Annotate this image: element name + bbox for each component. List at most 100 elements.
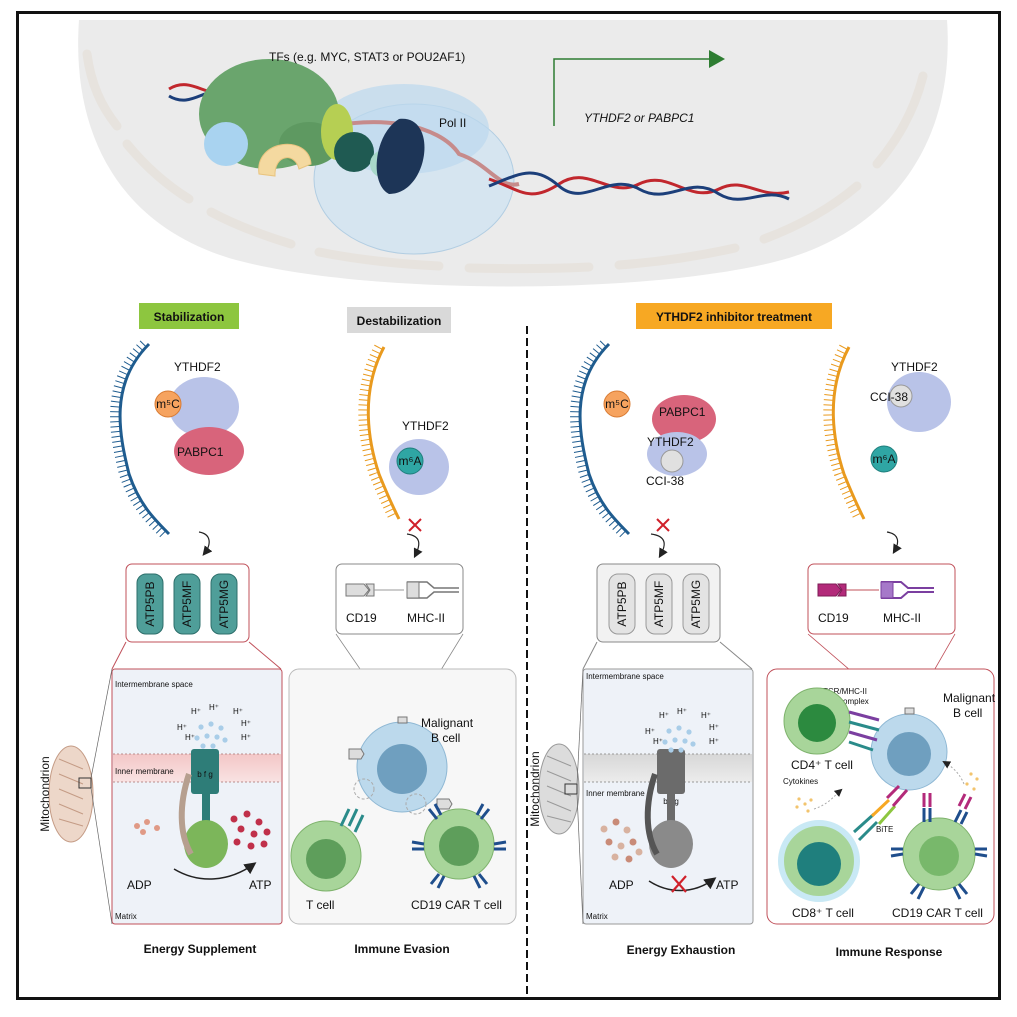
malignant-label-1: Malignant [421, 716, 474, 730]
inner-membrane-label: Inner membrane [115, 767, 174, 776]
destabilization-gene-box [335, 563, 464, 635]
stabilization-caption: Energy Supplement [144, 942, 257, 956]
cci-38-label: CCI-38 [646, 474, 684, 488]
car-t-nucleus [919, 836, 959, 876]
tf-blob-teal [334, 132, 374, 172]
proton-label: H⁺ [191, 707, 201, 716]
intermembrane-label: Intermembrane space [115, 680, 193, 689]
m5c-mark [154, 390, 182, 418]
proton-cluster: H⁺H⁺H⁺H⁺H⁺H⁺H⁺ [177, 703, 251, 749]
mrna-bases [823, 344, 864, 522]
zoom-line [582, 641, 598, 670]
proton-label: H⁺ [701, 711, 711, 720]
ythdf2-protein [169, 377, 239, 437]
proton-dot [676, 725, 682, 731]
gene-pill [608, 573, 636, 635]
atp-production-arrow [648, 877, 717, 892]
tfs-label: TFs (e.g. MYC, STAT3 or POU2AF1) [269, 50, 465, 64]
destabilization-arrow [406, 533, 423, 559]
zoom-line [248, 641, 282, 670]
proton-dot [214, 734, 220, 740]
inhibitor-header-label: YTHDF2 inhibitor treatment [656, 310, 812, 324]
car-t-nucleus [439, 826, 479, 866]
zoom-line [90, 668, 113, 779]
m5c-label: m⁵C [605, 397, 629, 411]
ythdf2-label: YTHDF2 [402, 419, 449, 433]
malignant-b-nucleus [377, 744, 427, 794]
target-genes-label: YTHDF2 or PABPC1 [584, 111, 694, 125]
atp-label: ATP [249, 878, 271, 892]
tf-blob-yellow [258, 143, 312, 177]
proton-dot [200, 743, 206, 749]
pabpc1-label: PABPC1 [659, 405, 706, 419]
destabilization-caption: Immune Evasion [354, 942, 449, 956]
atp-synthase-fo [191, 749, 219, 794]
destabilization-header-label: Destabilization [357, 314, 442, 328]
gene-label: ATP5MF [652, 581, 666, 627]
proton-dot [194, 735, 200, 741]
ythdf2-label: YTHDF2 [891, 360, 938, 374]
cd19-gray-icon [348, 748, 365, 760]
tcr-label-2: complex [839, 697, 869, 706]
cd19-label: CD19 [818, 611, 849, 625]
gene-pill [173, 573, 201, 635]
zoom-line [576, 668, 584, 785]
cytokine-dots [795, 772, 979, 813]
proton-label: H⁺ [709, 737, 719, 746]
mhc-ii-label: MHC-II [883, 611, 921, 625]
promoter-arrow-icon [709, 50, 725, 68]
gene-label: ATP5PB [143, 581, 157, 626]
gene-label: ATP5MG [689, 580, 703, 628]
t-cell-label: T cell [306, 898, 334, 912]
proton-dot [672, 737, 678, 743]
ythdf2-label: YTHDF2 [647, 435, 694, 449]
atp-synthase-stalk [667, 794, 675, 824]
proton-label: H⁺ [645, 727, 655, 736]
pabpc1-protein [174, 427, 244, 475]
proton-dot [204, 733, 210, 739]
proton-dot [668, 747, 674, 753]
pol-ii-clamp [376, 118, 425, 194]
cci-38-drug [660, 449, 684, 473]
cytokines-label: Cytokines [783, 777, 818, 786]
malignant-label-2: B cell [431, 731, 460, 745]
gene-pill [136, 573, 164, 635]
proton-dot [666, 728, 672, 734]
zoom-marker [78, 777, 92, 789]
car-receptors [411, 803, 507, 889]
cci-38-label: CCI-38 [870, 390, 908, 404]
tcr-mhc-complex [848, 710, 880, 752]
mitochondrion-side-label: Mitochondrion [528, 751, 542, 826]
proton-label: H⁺ [677, 707, 687, 716]
blocked-icon [656, 518, 670, 532]
blocked-icon [408, 518, 422, 532]
gene-label: ATP5MF [180, 581, 194, 627]
m5c-mark [603, 390, 631, 418]
atp-molecules [230, 810, 271, 850]
response-caption: Immune Response [836, 945, 943, 959]
adp-label: ADP [609, 878, 634, 892]
mhc-ii-icon [880, 581, 934, 599]
proton-label: H⁺ [709, 723, 719, 732]
cytokine-arrow [942, 761, 965, 785]
tcr-receptor [339, 808, 365, 833]
proton-label: H⁺ [241, 719, 251, 728]
peripheral-stalk [178, 773, 194, 856]
pabpc1-label: PABPC1 [177, 445, 224, 459]
lost-antigen-ring [405, 793, 427, 815]
inhibitor-header [636, 303, 832, 329]
mitochondrion-cristae [546, 755, 572, 823]
proton-label: H⁺ [653, 737, 663, 746]
proton-dot [686, 729, 692, 735]
proton-label: H⁺ [233, 707, 243, 716]
m6a-mark [870, 445, 898, 473]
malignant-label-2: B cell [953, 706, 982, 720]
mhc-ii-gray-icon [406, 581, 459, 599]
zoom-line [719, 641, 753, 670]
mhc-ii-label: MHC-II [407, 611, 445, 625]
mrna-strand [366, 346, 401, 520]
exhaustion-arrow [650, 533, 668, 559]
proton-label: H⁺ [659, 711, 669, 720]
